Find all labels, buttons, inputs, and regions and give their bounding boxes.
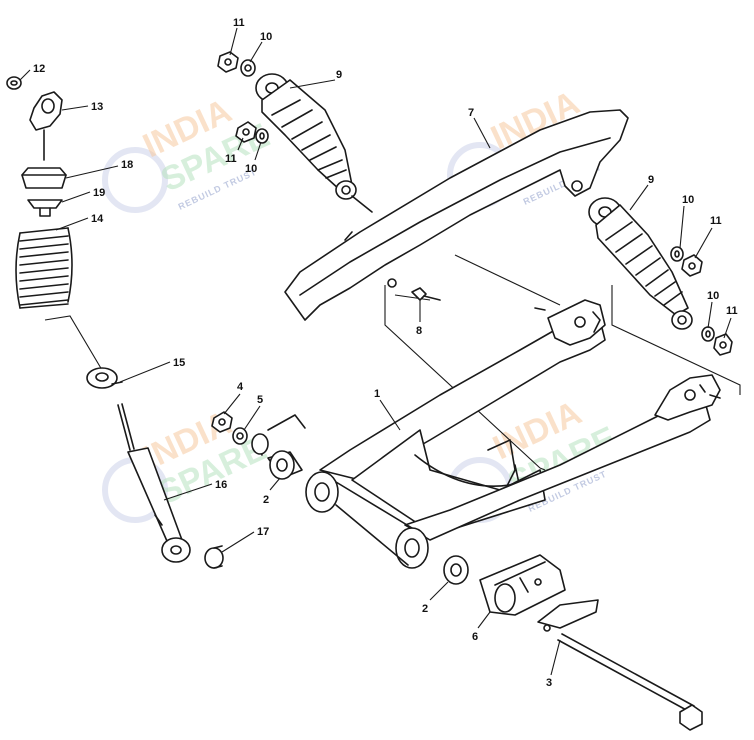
callout-labels: 12 13 18 19 14 15 16 17 11 10 9 11 10 7 … bbox=[33, 17, 738, 689]
seat-15 bbox=[86, 367, 123, 389]
swing-arm-1 bbox=[305, 299, 721, 569]
callout-1: 1 bbox=[374, 388, 380, 400]
bolt-8 bbox=[411, 287, 441, 301]
callout-9-left: 9 bbox=[336, 69, 342, 81]
washer-10-mid bbox=[255, 128, 269, 144]
callout-13: 13 bbox=[91, 101, 103, 113]
nut-11-top bbox=[217, 51, 239, 73]
spring-seat-18 bbox=[21, 167, 67, 189]
washer-10-right-top bbox=[670, 246, 684, 262]
callout-14: 14 bbox=[91, 213, 104, 225]
callout-19: 19 bbox=[93, 187, 105, 199]
callout-2-lower: 2 bbox=[422, 603, 428, 615]
watermark-top: INDIA SPARE REBUILD TRUST bbox=[102, 92, 275, 213]
spring-14 bbox=[15, 227, 73, 309]
chain-adjuster-6 bbox=[479, 554, 566, 616]
bushing-2-upper bbox=[267, 450, 303, 480]
callout-11-top: 11 bbox=[233, 17, 245, 29]
washer-10-top bbox=[240, 59, 256, 77]
washer-5 bbox=[232, 427, 248, 445]
watermark-mid-left: INDIA SPARE bbox=[102, 404, 272, 523]
nut-11-right-top bbox=[681, 254, 703, 277]
callout-10-right-top: 10 bbox=[682, 194, 694, 206]
bushing-2-lower bbox=[443, 555, 469, 585]
nut-4 bbox=[211, 411, 233, 433]
pivot-shaft-3 bbox=[537, 599, 703, 731]
callout-2-upper: 2 bbox=[263, 494, 269, 506]
damper-16 bbox=[117, 403, 191, 563]
callout-5: 5 bbox=[257, 394, 263, 406]
callout-7: 7 bbox=[468, 107, 474, 119]
leader-lines bbox=[19, 27, 732, 676]
shock-absorber-9-left bbox=[255, 73, 373, 213]
callout-3: 3 bbox=[546, 677, 552, 689]
nut-11-mid bbox=[235, 121, 257, 143]
shock-absorber-9-right bbox=[588, 197, 693, 330]
callout-11-right-top: 11 bbox=[710, 215, 722, 227]
callout-11-right-bottom: 11 bbox=[726, 305, 738, 317]
callout-16: 16 bbox=[215, 479, 227, 491]
eye-mount-13 bbox=[29, 91, 63, 161]
callout-4: 4 bbox=[237, 381, 244, 393]
callout-12: 12 bbox=[33, 63, 45, 75]
washer-10-right-bottom bbox=[701, 326, 715, 342]
callout-17: 17 bbox=[257, 526, 269, 538]
chain-case-7 bbox=[284, 109, 629, 321]
callout-10-top: 10 bbox=[260, 31, 272, 43]
callout-9-right: 9 bbox=[648, 174, 654, 186]
pivot-bracket bbox=[251, 414, 306, 456]
bush-17 bbox=[204, 545, 224, 569]
callout-6: 6 bbox=[472, 631, 478, 643]
callout-10-mid: 10 bbox=[245, 163, 257, 175]
nut-11-right-bottom bbox=[713, 333, 733, 356]
bolt-stub-icon bbox=[534, 307, 546, 311]
retainer-19 bbox=[27, 199, 63, 217]
watermark-logo-icon bbox=[102, 147, 168, 213]
bush-12 bbox=[6, 76, 22, 90]
callout-18: 18 bbox=[121, 159, 133, 171]
reference-lines bbox=[44, 254, 741, 471]
callout-10-right-bottom: 10 bbox=[707, 290, 719, 302]
callout-8: 8 bbox=[416, 325, 422, 337]
callout-11-mid: 11 bbox=[225, 153, 237, 165]
callout-15: 15 bbox=[173, 357, 185, 369]
